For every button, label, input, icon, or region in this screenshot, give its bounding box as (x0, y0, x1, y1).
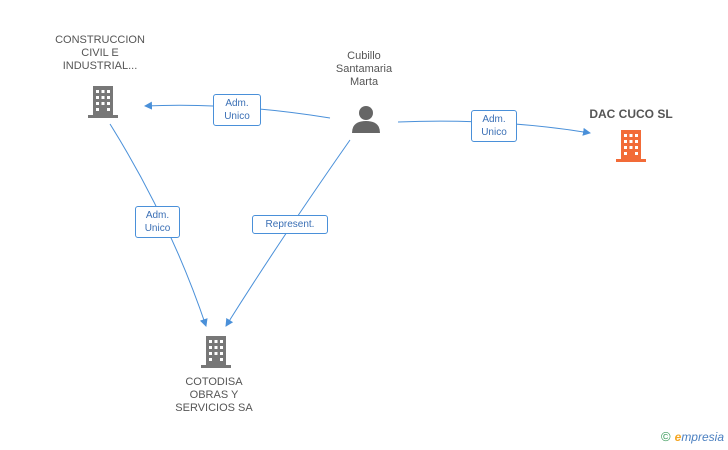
edge-cubillo-cotodisa (225, 139, 351, 327)
building-icon-highlighted[interactable] (614, 128, 648, 164)
building-icon[interactable] (86, 84, 120, 120)
brand-footer: ©empresia (661, 429, 724, 444)
node-label-cotodisa[interactable]: COTODISA OBRAS Y SERVICIOS SA (175, 376, 253, 414)
brand-initial: e (674, 430, 682, 444)
node-label-dac[interactable]: DAC CUCO SL (589, 107, 673, 121)
edge-label-adm-unico: Adm. Unico (135, 206, 180, 238)
edge-label-represent: Represent. (252, 215, 328, 234)
brand-name: mpresia (681, 430, 724, 444)
building-icon[interactable] (199, 334, 233, 370)
person-icon[interactable] (350, 104, 382, 134)
node-label-cubillo[interactable]: Cubillo Santamaria Marta (335, 50, 393, 88)
edge-label-adm-unico: Adm. Unico (213, 94, 261, 126)
node-label-construccion[interactable]: CONSTRUCCION CIVIL E INDUSTRIAL... (55, 34, 145, 72)
edge-label-adm-unico: Adm. Unico (471, 110, 517, 142)
copyright-symbol: © (661, 429, 671, 444)
